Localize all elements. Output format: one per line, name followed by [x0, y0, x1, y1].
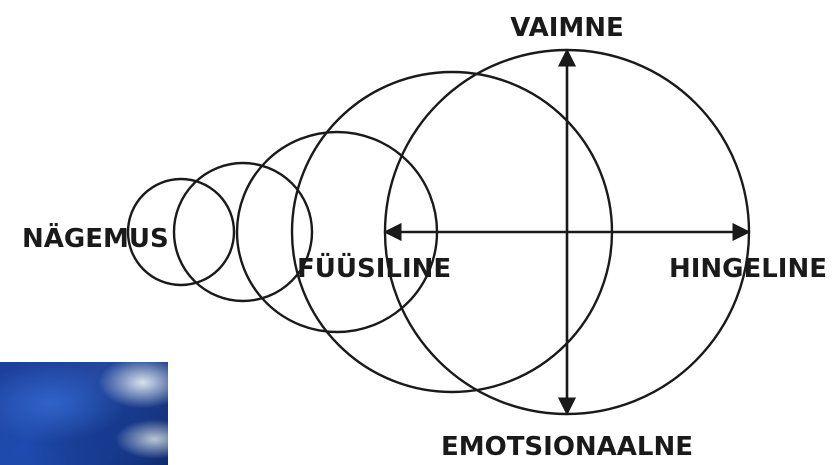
label-emotsionaalne: EMOTSIONAALNE	[441, 432, 693, 462]
label-hingeline: HINGELINE	[669, 254, 827, 284]
label-fuusiline: FÜÜSILINE	[297, 251, 451, 284]
label-nagemus: NÄGEMUS	[22, 222, 169, 254]
label-vaimne: VAIMNE	[510, 13, 624, 43]
